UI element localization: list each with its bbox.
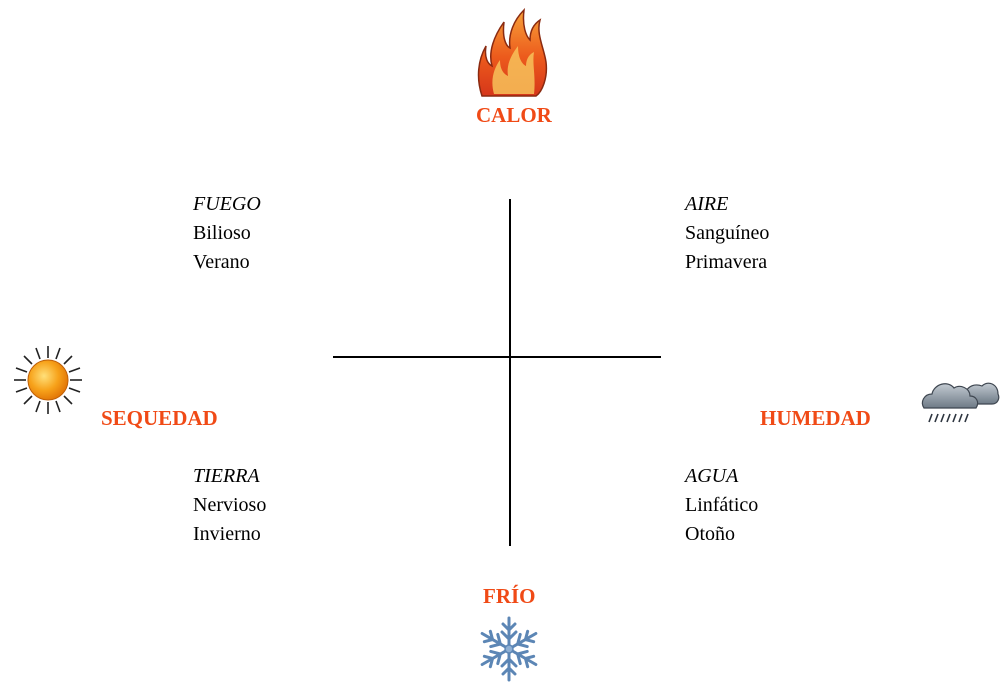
pole-label-humidity: HUMEDAD <box>760 406 871 430</box>
quadrant-fire: FUEGO Bilioso Verano <box>193 190 261 277</box>
pole-label-cold: FRÍO <box>483 584 536 608</box>
temperament: Linfático <box>685 494 759 516</box>
pole-label-dryness: SEQUEDAD <box>101 406 218 430</box>
season: Primavera <box>685 251 768 273</box>
season: Otoño <box>685 523 735 545</box>
quadrant-air: AIRE Sanguíneo Primavera <box>685 190 769 277</box>
element-name: AIRE <box>685 193 729 215</box>
temperament: Sanguíneo <box>685 222 770 244</box>
season: Invierno <box>193 523 261 545</box>
element-name: AGUA <box>685 465 739 487</box>
quadrant-water: AGUA Linfático Otoño <box>685 462 758 549</box>
flame-icon <box>474 8 550 100</box>
temperament: Bilioso <box>193 222 251 244</box>
pole-label-heat: CALOR <box>476 103 552 127</box>
element-name: FUEGO <box>193 193 261 215</box>
snowflake-icon <box>474 614 544 684</box>
vertical-axis <box>509 199 511 546</box>
element-name: TIERRA <box>193 465 260 487</box>
quadrant-earth: TIERRA Nervioso Invierno <box>193 462 266 549</box>
season: Verano <box>193 251 250 273</box>
temperament: Nervioso <box>193 494 267 516</box>
rain-cloud-icon <box>918 376 1000 428</box>
horizontal-axis <box>333 356 661 358</box>
sun-icon <box>8 344 88 416</box>
